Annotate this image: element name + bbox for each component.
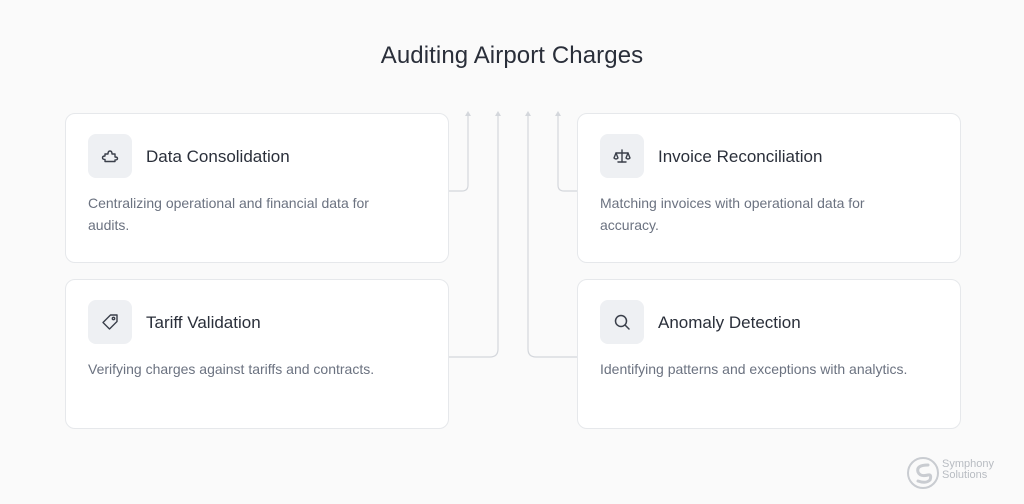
scale-icon [600, 134, 644, 178]
arrowhead [495, 111, 501, 116]
card-title: Tariff Validation [146, 313, 261, 332]
card-title: Data Consolidation [146, 147, 290, 166]
connector-anomaly-detection [527, 114, 577, 358]
card-tariff-validation: Tariff Validation Verifying charges agai… [65, 279, 449, 429]
card-title: Anomaly Detection [658, 313, 801, 332]
card-description: Verifying charges against tariffs and co… [88, 361, 375, 377]
card-anomaly-detection: Anomaly Detection Identifying patterns a… [577, 279, 961, 429]
connector-invoice-reconciliation [557, 114, 577, 192]
card-description: Centralizing operational and financial d… [88, 195, 369, 233]
logo-mark-icon [907, 457, 939, 489]
connector-tariff-validation [449, 114, 499, 358]
card-description: Identifying patterns and exceptions with… [600, 361, 908, 377]
logo-text-line1: Symphony [942, 458, 994, 470]
tag-icon [88, 300, 132, 344]
card-description: Matching invoices with operational data … [600, 195, 865, 233]
arrowhead [465, 111, 471, 116]
card-title: Invoice Reconciliation [658, 147, 823, 166]
card-data-consolidation: Data Consolidation Centralizing operatio… [65, 113, 449, 263]
page-title: Auditing Airport Charges [380, 42, 644, 69]
logo-text-line2: Solutions [942, 469, 988, 481]
arrowhead [525, 111, 531, 116]
arrowhead [555, 111, 561, 116]
search-icon [600, 300, 644, 344]
card-invoice-reconciliation: Invoice Reconciliation Matching invoices… [577, 113, 961, 263]
connector-data-consolidation [449, 114, 469, 192]
symphony-solutions-logo: Symphony Solutions [906, 456, 1016, 492]
puzzle-icon [88, 134, 132, 178]
